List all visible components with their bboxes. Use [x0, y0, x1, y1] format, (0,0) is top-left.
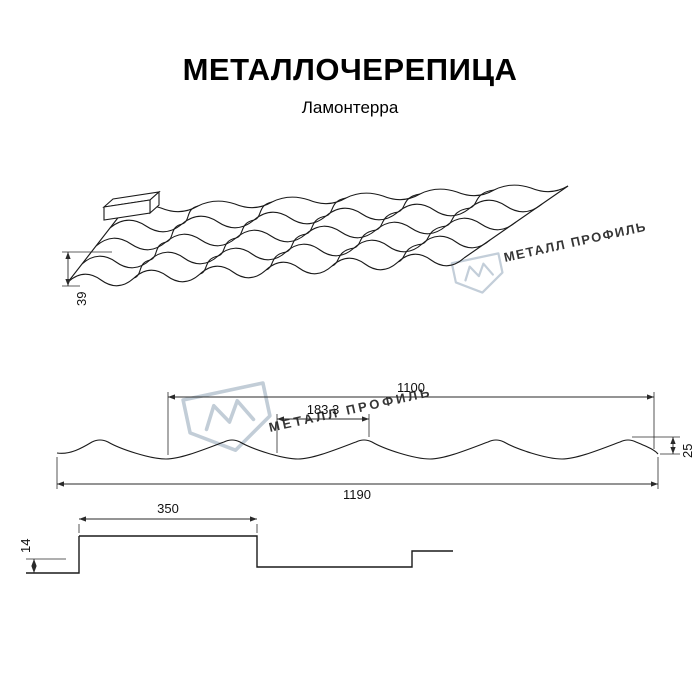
- dimension-39: 39: [62, 251, 112, 306]
- profile-wave-line: [56, 439, 659, 460]
- brand-logo-icon-small: [450, 252, 504, 294]
- dimension-183-3: 183.3: [276, 402, 370, 453]
- watermark-text-small: МЕТАЛЛ ПРОФИЛЬ: [502, 219, 648, 265]
- dimension-350: 350: [78, 501, 258, 533]
- dimension-25: 25: [632, 436, 695, 458]
- roof-right-edge: [463, 185, 569, 259]
- dim-label-25: 25: [680, 444, 695, 458]
- profile-cross-section: 1100 183.3 25 1190: [56, 380, 695, 502]
- perspective-roof-view: 39: [62, 184, 569, 306]
- ridge-batten: [102, 190, 161, 221]
- page-subtitle: Ламонтерра: [301, 98, 399, 117]
- brand-logo-icon: [181, 381, 272, 453]
- step-section: 350 14: [18, 501, 453, 574]
- step-profile-left: [26, 536, 80, 574]
- step-profile-line: [79, 535, 453, 568]
- dim-label-14: 14: [18, 539, 33, 553]
- tile-wave-strokes: [133, 189, 495, 279]
- dim-label-350: 350: [157, 501, 179, 516]
- dim-label-1190: 1190: [343, 487, 371, 502]
- roof-left-edge: [67, 209, 125, 283]
- dim-label-183-3: 183.3: [307, 402, 340, 417]
- dimension-1100: 1100: [167, 380, 655, 455]
- dim-label-39: 39: [74, 292, 89, 306]
- dimension-14: 14: [18, 539, 66, 573]
- dim-label-1100: 1100: [397, 380, 425, 395]
- page-title: МЕТАЛЛОЧЕРЕПИЦА: [182, 52, 518, 87]
- dimension-1190: 1190: [56, 457, 659, 502]
